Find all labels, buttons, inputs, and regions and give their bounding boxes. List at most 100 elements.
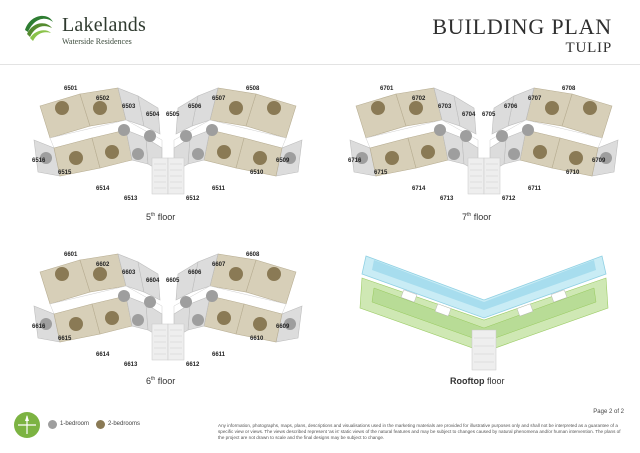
unit-number: 6502 — [96, 96, 110, 102]
unit-number: 6511 — [212, 186, 226, 192]
unit-number: 6605 — [166, 278, 180, 284]
unit-badge-2bed — [371, 101, 385, 115]
unit-number: 6611 — [212, 352, 226, 358]
unit-badge-2bed — [55, 101, 69, 115]
unit-number: 6703 — [438, 104, 452, 110]
unit-number: 6610 — [250, 336, 264, 342]
unit-number: 6709 — [592, 158, 606, 164]
floor-plan-drawing — [349, 87, 619, 195]
lakelands-logo-icon — [23, 11, 55, 43]
header-divider — [0, 64, 640, 65]
unit-badge-1bed — [144, 130, 156, 142]
unit-number: 6705 — [482, 112, 496, 118]
unit-number: 6603 — [122, 270, 136, 276]
unit-badge-2bed — [253, 151, 267, 165]
unit-badge-1bed — [118, 124, 130, 136]
unit-number: 6704 — [462, 112, 476, 118]
page-header: Lakelands Waterside Residences BUILDING … — [0, 0, 640, 70]
unit-badge-2bed — [409, 101, 423, 115]
unit-number: 6612 — [186, 362, 200, 368]
legend-one-bedroom: 1-bedroom — [60, 421, 90, 427]
unit-badge-2bed — [545, 101, 559, 115]
unit-badge-1bed — [460, 130, 472, 142]
unit-number: 6505 — [166, 112, 180, 118]
unit-number: 6701 — [380, 86, 394, 92]
unit-number: 6715 — [374, 170, 388, 176]
floor-plan-drawing — [33, 87, 303, 195]
unit-number: 6508 — [246, 86, 260, 92]
unit-number: 6601 — [64, 252, 78, 258]
unit-number: 6714 — [412, 186, 426, 192]
unit-number: 6608 — [246, 252, 260, 258]
unit-number: 6602 — [96, 262, 110, 268]
unit-badge-1bed — [508, 148, 520, 160]
unit-badge-1bed — [522, 124, 534, 136]
unit-number: 6516 — [32, 158, 46, 164]
unit-badge-2bed — [569, 151, 583, 165]
unit-number: 6506 — [188, 104, 202, 110]
unit-badge-1bed — [180, 130, 192, 142]
unit-number: 6716 — [348, 158, 362, 164]
building-name: TULIP — [565, 40, 612, 56]
page-number: Page 2 of 2 — [593, 409, 624, 415]
unit-number: 6712 — [502, 196, 516, 202]
unit-badge-2bed — [93, 267, 107, 281]
unit-badge-2bed — [267, 267, 281, 281]
unit-number: 6710 — [566, 170, 580, 176]
unit-badge-1bed — [40, 152, 52, 164]
unit-badge-2bed — [93, 101, 107, 115]
unit-number: 6509 — [276, 158, 290, 164]
unit-badge-2bed — [385, 151, 399, 165]
unit-badge-1bed — [434, 124, 446, 136]
unit-badge-1bed — [192, 314, 204, 326]
unit-badge-2bed — [105, 145, 119, 159]
unit-number: 6614 — [96, 352, 110, 358]
unit-badge-1bed — [144, 296, 156, 308]
one-bedroom-swatch-icon — [48, 420, 57, 429]
unit-number: 6515 — [58, 170, 72, 176]
unit-badge-1bed — [40, 318, 52, 330]
unit-number: 6512 — [186, 196, 200, 202]
unit-badge-1bed — [356, 152, 368, 164]
floor-plan-6th: 6601 6602 6603 6604 6605 6606 6607 6608 … — [28, 248, 308, 406]
brand-tagline: Waterside Residences — [62, 37, 132, 46]
unit-badge-1bed — [192, 148, 204, 160]
legend: 1-bedroom 2-bedrooms — [14, 412, 214, 442]
unit-badge-1bed — [496, 130, 508, 142]
unit-number: 6504 — [146, 112, 160, 118]
unit-badge-2bed — [217, 145, 231, 159]
unit-badge-2bed — [105, 311, 119, 325]
unit-badge-1bed — [600, 152, 612, 164]
unit-number: 6514 — [96, 186, 110, 192]
two-bedrooms-swatch-icon — [96, 420, 105, 429]
floor-plan-5th: 6501 6502 6503 6504 6505 6506 6507 6508 … — [28, 82, 308, 240]
unit-number: 6702 — [412, 96, 426, 102]
compass-icon — [14, 412, 40, 438]
floor-plan-rooftop: Rooftop floor — [344, 248, 624, 406]
unit-number: 6507 — [212, 96, 226, 102]
unit-number: 6706 — [504, 104, 518, 110]
unit-number: 6713 — [440, 196, 454, 202]
unit-badge-1bed — [132, 314, 144, 326]
unit-badge-2bed — [583, 101, 597, 115]
unit-number: 6510 — [250, 170, 264, 176]
unit-badge-1bed — [206, 290, 218, 302]
disclaimer-text: Any information, photographs, maps, plan… — [218, 423, 621, 440]
legend-two-bedrooms: 2-bedrooms — [108, 421, 141, 427]
unit-number: 6503 — [122, 104, 136, 110]
unit-badge-2bed — [217, 311, 231, 325]
unit-number: 6616 — [32, 324, 46, 330]
unit-number: 6513 — [124, 196, 138, 202]
unit-badge-1bed — [284, 318, 296, 330]
rooftop-plan-drawing — [359, 255, 609, 371]
unit-badge-1bed — [448, 148, 460, 160]
unit-badge-2bed — [69, 151, 83, 165]
unit-badge-2bed — [229, 101, 243, 115]
brand-name: Lakelands — [62, 14, 146, 36]
unit-number: 6711 — [528, 186, 542, 192]
unit-number: 6708 — [562, 86, 576, 92]
page-title: BUILDING PLAN — [432, 14, 612, 39]
floor-caption: 7th floor — [462, 212, 492, 222]
unit-number: 6604 — [146, 278, 160, 284]
unit-badge-2bed — [421, 145, 435, 159]
